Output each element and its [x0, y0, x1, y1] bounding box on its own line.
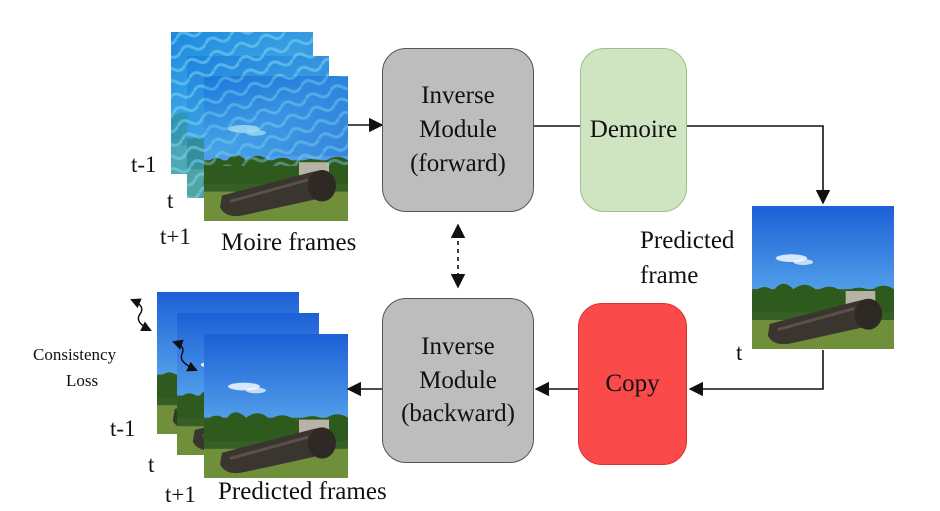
demoire-label: Demoire [589, 116, 678, 144]
predicted-frame-t-plus-1 [204, 334, 348, 478]
consistency-squiggle-1 [130, 298, 152, 331]
predicted-frames-stack [157, 292, 348, 478]
label-t-minus-1-top: t-1 [131, 152, 157, 177]
forward-line-1: Inverse [421, 82, 495, 110]
forward-line-3: (forward) [410, 149, 506, 177]
predicted-frames-label: Predicted frames [218, 478, 387, 505]
connector-predicted-to-copy [692, 350, 824, 390]
moire-frames-label: Moire frames [221, 229, 357, 256]
moire-frames-stack [171, 32, 348, 221]
label-t-predicted: t [736, 340, 743, 365]
predicted-frame-image [752, 206, 894, 349]
label-t-plus-1-bottom: t+1 [165, 482, 196, 507]
label-t-minus-1-bottom: t-1 [110, 416, 136, 441]
moire-frame-t-plus-1 [204, 76, 348, 221]
backward-line-3: (backward) [401, 400, 515, 428]
consistency-squiggle-2 [172, 339, 198, 372]
backward-line-1: Inverse [421, 332, 495, 360]
label-t-top: t [167, 188, 174, 213]
label-t-bottom: t [148, 452, 155, 477]
inverse-module-backward: Inverse Module (backward) [382, 298, 534, 463]
consistency-loss-label-line2: Loss [66, 371, 99, 390]
copy-label: Copy [605, 370, 660, 398]
demoire-module: Demoire [580, 48, 687, 212]
consistency-loss-label-line1: Consistency [33, 345, 117, 364]
copy-module: Copy [578, 303, 687, 465]
inverse-module-forward: Inverse Module (forward) [382, 48, 534, 212]
predicted-frame-label-line2: frame [640, 262, 699, 289]
arrow-demoire-to-predicted [687, 125, 831, 205]
forward-line-2: Module [419, 116, 497, 144]
label-t-plus-1-top: t+1 [160, 224, 191, 249]
backward-line-2: Module [419, 366, 497, 394]
predicted-frame-label-line1: Predicted [640, 227, 735, 254]
